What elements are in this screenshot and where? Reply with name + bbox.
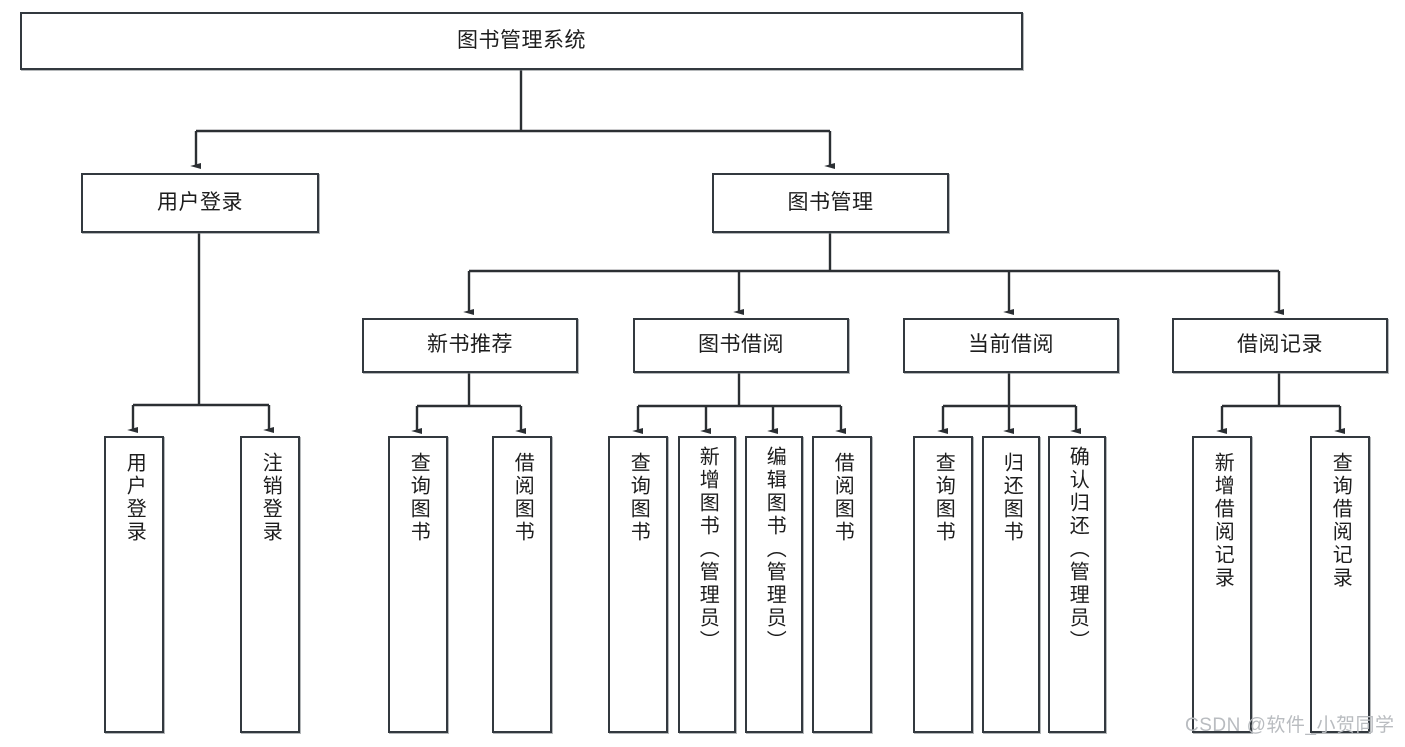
node-leaf-return-book[interactable]: 归还图书: [982, 436, 1040, 733]
node-label: 归还图书: [1000, 452, 1023, 544]
node-new-book-recommend[interactable]: 新书推荐: [362, 318, 578, 373]
node-label: 新书推荐: [427, 333, 513, 357]
node-label: 图书管理: [787, 190, 874, 214]
node-label: 用户登录: [157, 190, 243, 214]
node-root-book-management-system[interactable]: 图书管理系统: [20, 12, 1023, 70]
node-label: 新增图书（管理员）: [696, 446, 719, 653]
node-book-management[interactable]: 图书管理: [712, 173, 949, 233]
node-label: 查询图书: [407, 452, 430, 544]
node-book-borrow[interactable]: 图书借阅: [633, 318, 849, 373]
node-label: 注销登录: [259, 452, 282, 544]
node-leaf-confirm-return-admin[interactable]: 确认归还（管理员）: [1048, 436, 1106, 733]
node-label: 借阅图书: [511, 452, 534, 544]
node-leaf-add-book-admin[interactable]: 新增图书（管理员）: [678, 436, 736, 733]
node-label: 编辑图书（管理员）: [763, 446, 786, 653]
node-borrow-record[interactable]: 借阅记录: [1172, 318, 1388, 373]
node-leaf-query-book-borrow[interactable]: 查询图书: [608, 436, 668, 733]
node-leaf-user-logout[interactable]: 注销登录: [240, 436, 300, 733]
node-label: 查询图书: [627, 452, 650, 544]
node-label: 借阅图书: [831, 452, 854, 544]
node-leaf-edit-book-admin[interactable]: 编辑图书（管理员）: [745, 436, 803, 733]
node-label: 查询图书: [932, 452, 955, 544]
node-label: 新增借阅记录: [1211, 452, 1234, 590]
node-label: 借阅记录: [1237, 333, 1323, 357]
node-label: 图书借阅: [698, 333, 784, 357]
node-label: 查询借阅记录: [1329, 452, 1352, 590]
node-leaf-query-book-current[interactable]: 查询图书: [913, 436, 973, 733]
node-label: 确认归还（管理员）: [1066, 446, 1089, 653]
node-leaf-query-book-recommend[interactable]: 查询图书: [388, 436, 448, 733]
watermark-text: CSDN @软件_小贺同学: [1185, 715, 1395, 736]
node-leaf-add-borrow-record[interactable]: 新增借阅记录: [1192, 436, 1252, 733]
node-user-login[interactable]: 用户登录: [81, 173, 319, 233]
node-leaf-user-login[interactable]: 用户登录: [104, 436, 164, 733]
node-leaf-borrow-book-recommend[interactable]: 借阅图书: [492, 436, 552, 733]
node-label: 图书管理系统: [457, 28, 586, 52]
node-current-borrow[interactable]: 当前借阅: [903, 318, 1119, 373]
node-label: 用户登录: [123, 452, 146, 544]
node-label: 当前借阅: [968, 333, 1054, 357]
node-leaf-borrow-book[interactable]: 借阅图书: [812, 436, 872, 733]
node-leaf-query-borrow-record[interactable]: 查询借阅记录: [1310, 436, 1370, 733]
